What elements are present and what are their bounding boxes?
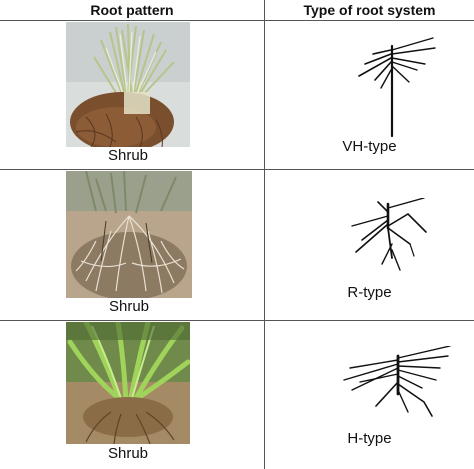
- row-2-root-type: R-type: [347, 284, 392, 301]
- row-2-growth-form: Shrub: [108, 298, 150, 315]
- row-3-growth-form: Shrub: [107, 445, 149, 462]
- column-divider: [264, 0, 265, 469]
- row-divider-2: [0, 320, 474, 321]
- row-1-root-type: VH-type: [342, 138, 397, 155]
- header-type-of-root-system: Type of root system: [303, 2, 436, 18]
- row-3-root-type: H-type: [347, 430, 392, 447]
- row-3-h-type-root-diagram: [343, 346, 451, 417]
- header-root-pattern: Root pattern: [90, 2, 174, 18]
- header-divider: [0, 20, 474, 21]
- row-1-growth-form: Shrub: [107, 147, 149, 164]
- row-1-vh-type-root-diagram: [358, 37, 436, 138]
- row-2-r-type-root-diagram: [351, 198, 427, 271]
- row-1-root-photo: [66, 22, 190, 147]
- row-2-root-photo: [66, 171, 192, 298]
- row-3-root-photo: [66, 322, 190, 444]
- row-divider-1: [0, 169, 474, 170]
